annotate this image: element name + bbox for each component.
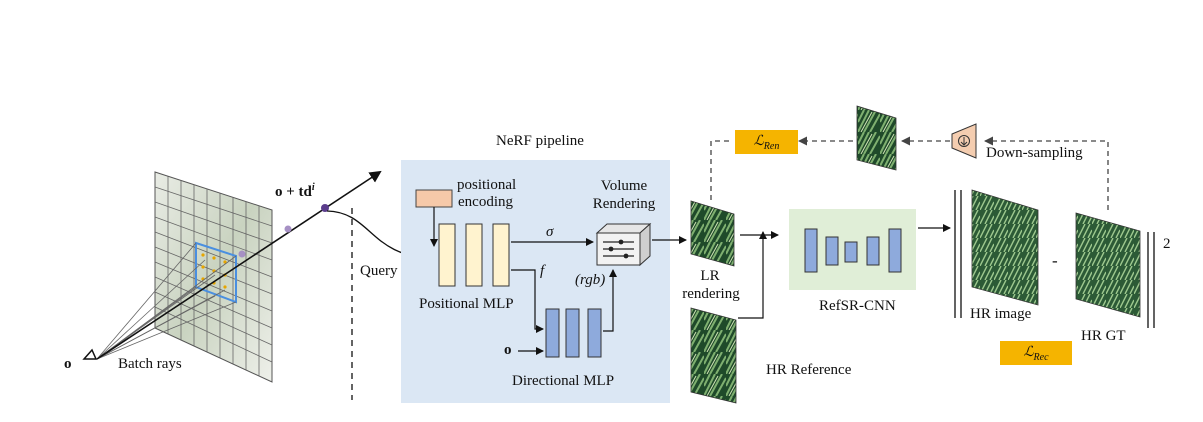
down-sampling-label: Down-sampling — [986, 145, 1083, 161]
batch-rays — [96, 242, 237, 360]
lr-rendering-label-1: LR — [700, 268, 720, 284]
minus-sign: - — [1052, 251, 1058, 270]
main-ray — [96, 170, 382, 360]
loss-ren-badge: ℒRen — [735, 130, 798, 154]
nerf-pipeline-title: NeRF pipeline — [496, 133, 584, 149]
downsampled-image — [856, 105, 897, 171]
sigma-label: σ — [546, 224, 554, 240]
volume-rendering-label-1: Volume — [600, 178, 648, 194]
sample-point — [238, 250, 246, 258]
norm-bars-left — [954, 190, 962, 318]
lr-to-loss-dashed — [710, 140, 733, 200]
direction-input-label: o — [504, 342, 512, 358]
rgb-arrow — [603, 269, 617, 332]
ray-equation-text: o + td — [275, 184, 312, 200]
lr-rendering-image — [690, 200, 735, 267]
ray-equation-label: o + tdi — [275, 179, 315, 201]
directional-mlp-label: Directional MLP — [512, 373, 615, 389]
directional-mlp — [545, 308, 602, 358]
hr-image — [971, 189, 1039, 306]
rgb-label: (rgb) — [575, 272, 606, 288]
query-label: Query — [360, 263, 398, 279]
refsr-cnn-layers — [804, 228, 902, 273]
camera-icon — [82, 348, 98, 360]
feature-arrow — [511, 269, 544, 333]
feature-label: f — [540, 263, 545, 279]
loss-rec-symbol: ℒ — [1023, 345, 1034, 360]
loss-ren-symbol: ℒ — [753, 134, 764, 149]
norm-bars-right — [1147, 232, 1155, 328]
batch-rays-label: Batch rays — [118, 356, 182, 372]
sample-point — [284, 225, 292, 233]
norm-subscript: 2 — [1163, 236, 1171, 252]
loss-ren-subscript: Ren — [763, 140, 780, 152]
volume-rendering-cube — [595, 222, 652, 267]
origin-label: o — [64, 356, 72, 372]
hr-reference-image — [690, 307, 737, 404]
loss-rec-subscript: Rec — [1033, 351, 1049, 363]
positional-encoding-label-2: encoding — [458, 194, 513, 210]
lr-rendering-label-2: rendering — [682, 286, 740, 302]
volume-rendering-label-2: Rendering — [592, 196, 656, 212]
hr-reference-label: HR Reference — [766, 362, 852, 378]
positional-encoding-box — [415, 189, 453, 208]
refsr-cnn-label: RefSR-CNN — [819, 298, 896, 314]
positional-encoding-label-1: positional — [457, 177, 517, 193]
positional-mlp — [438, 223, 510, 287]
hr-gt-label: HR GT — [1081, 328, 1126, 344]
ref-to-refsr-arrow — [738, 231, 767, 319]
hr-image-label: HR image — [970, 306, 1032, 322]
sample-point-query — [321, 204, 329, 212]
loss-rec-badge: ℒRec — [1000, 341, 1072, 365]
image-plane-grid — [154, 171, 273, 383]
positional-mlp-label: Positional MLP — [419, 296, 514, 312]
gt-to-downsampler-arrow — [984, 136, 1109, 210]
ray-equation-sup: i — [311, 182, 315, 193]
hr-gt-image — [1075, 212, 1141, 318]
down-sampling-icon — [951, 123, 977, 159]
